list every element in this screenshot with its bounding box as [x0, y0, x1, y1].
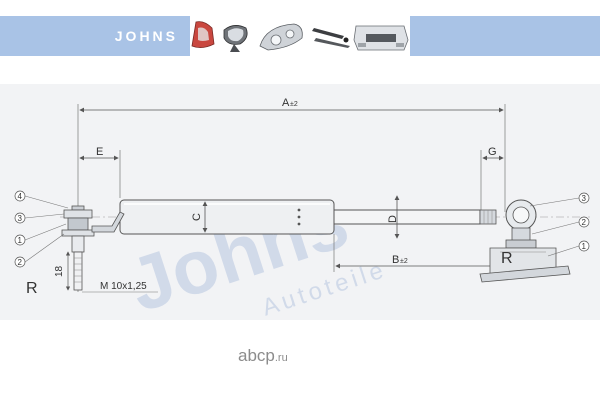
- left-end-r-label: R: [26, 280, 38, 297]
- dimension-b-label: B: [392, 254, 399, 266]
- cylinder-body: C: [119, 199, 335, 235]
- header-bar-left: JOHNS: [0, 16, 190, 56]
- gas-spring-drawing-panel: Johns Autoteile A ±2 E G: [0, 84, 600, 320]
- left-callout-2: 3: [18, 214, 23, 223]
- right-callout-2: 2: [582, 218, 587, 227]
- bumper-icon[interactable]: [353, 25, 409, 51]
- piston-rod: D: [333, 195, 481, 239]
- wiper-icon[interactable]: [312, 28, 350, 48]
- dimension-g: G: [480, 146, 504, 210]
- gas-spring-drawing: Johns Autoteile A ±2 E G: [14, 97, 590, 320]
- category-thumbnails: [191, 21, 409, 52]
- site-tld: .ru: [274, 352, 288, 364]
- dimension-g-label: G: [488, 146, 497, 158]
- dimension-a-tolerance: ±2: [290, 101, 298, 108]
- right-end-r-label: R: [501, 250, 513, 267]
- header-bar: JOHNS: [0, 16, 600, 56]
- left-end-fitting: 18 M 10x1,25 R: [26, 205, 158, 297]
- dimension-e: E: [79, 146, 121, 198]
- dimension-18-label: 18: [54, 265, 65, 277]
- thread-label: M 10x1,25: [100, 281, 147, 292]
- dimension-d-label: D: [387, 215, 399, 223]
- site-name: abcp: [238, 346, 275, 365]
- headlight-icon[interactable]: [259, 23, 303, 51]
- right-callouts: 3 2 1: [529, 192, 590, 257]
- dimension-b: B ±2: [333, 234, 504, 272]
- left-callouts: 4 3 1 2: [14, 190, 69, 268]
- left-callout-3: 1: [18, 236, 23, 245]
- mirror-icon[interactable]: [223, 25, 248, 52]
- header-bar-right: [410, 16, 600, 56]
- dimension-e-label: E: [96, 146, 103, 158]
- taillight-icon[interactable]: [191, 21, 215, 48]
- dimension-a-label: A: [282, 97, 290, 109]
- right-callout-3: 1: [582, 242, 587, 251]
- site-watermark: abcp.ru: [238, 346, 368, 366]
- left-callout-1: 4: [18, 192, 23, 201]
- right-callout-1: 3: [582, 194, 587, 203]
- dimension-b-tolerance: ±2: [400, 258, 408, 265]
- left-callout-4: 2: [18, 258, 23, 267]
- right-end-fitting: R: [479, 199, 571, 283]
- dimension-c-label: C: [191, 213, 203, 221]
- brand-logo: JOHNS: [114, 28, 178, 44]
